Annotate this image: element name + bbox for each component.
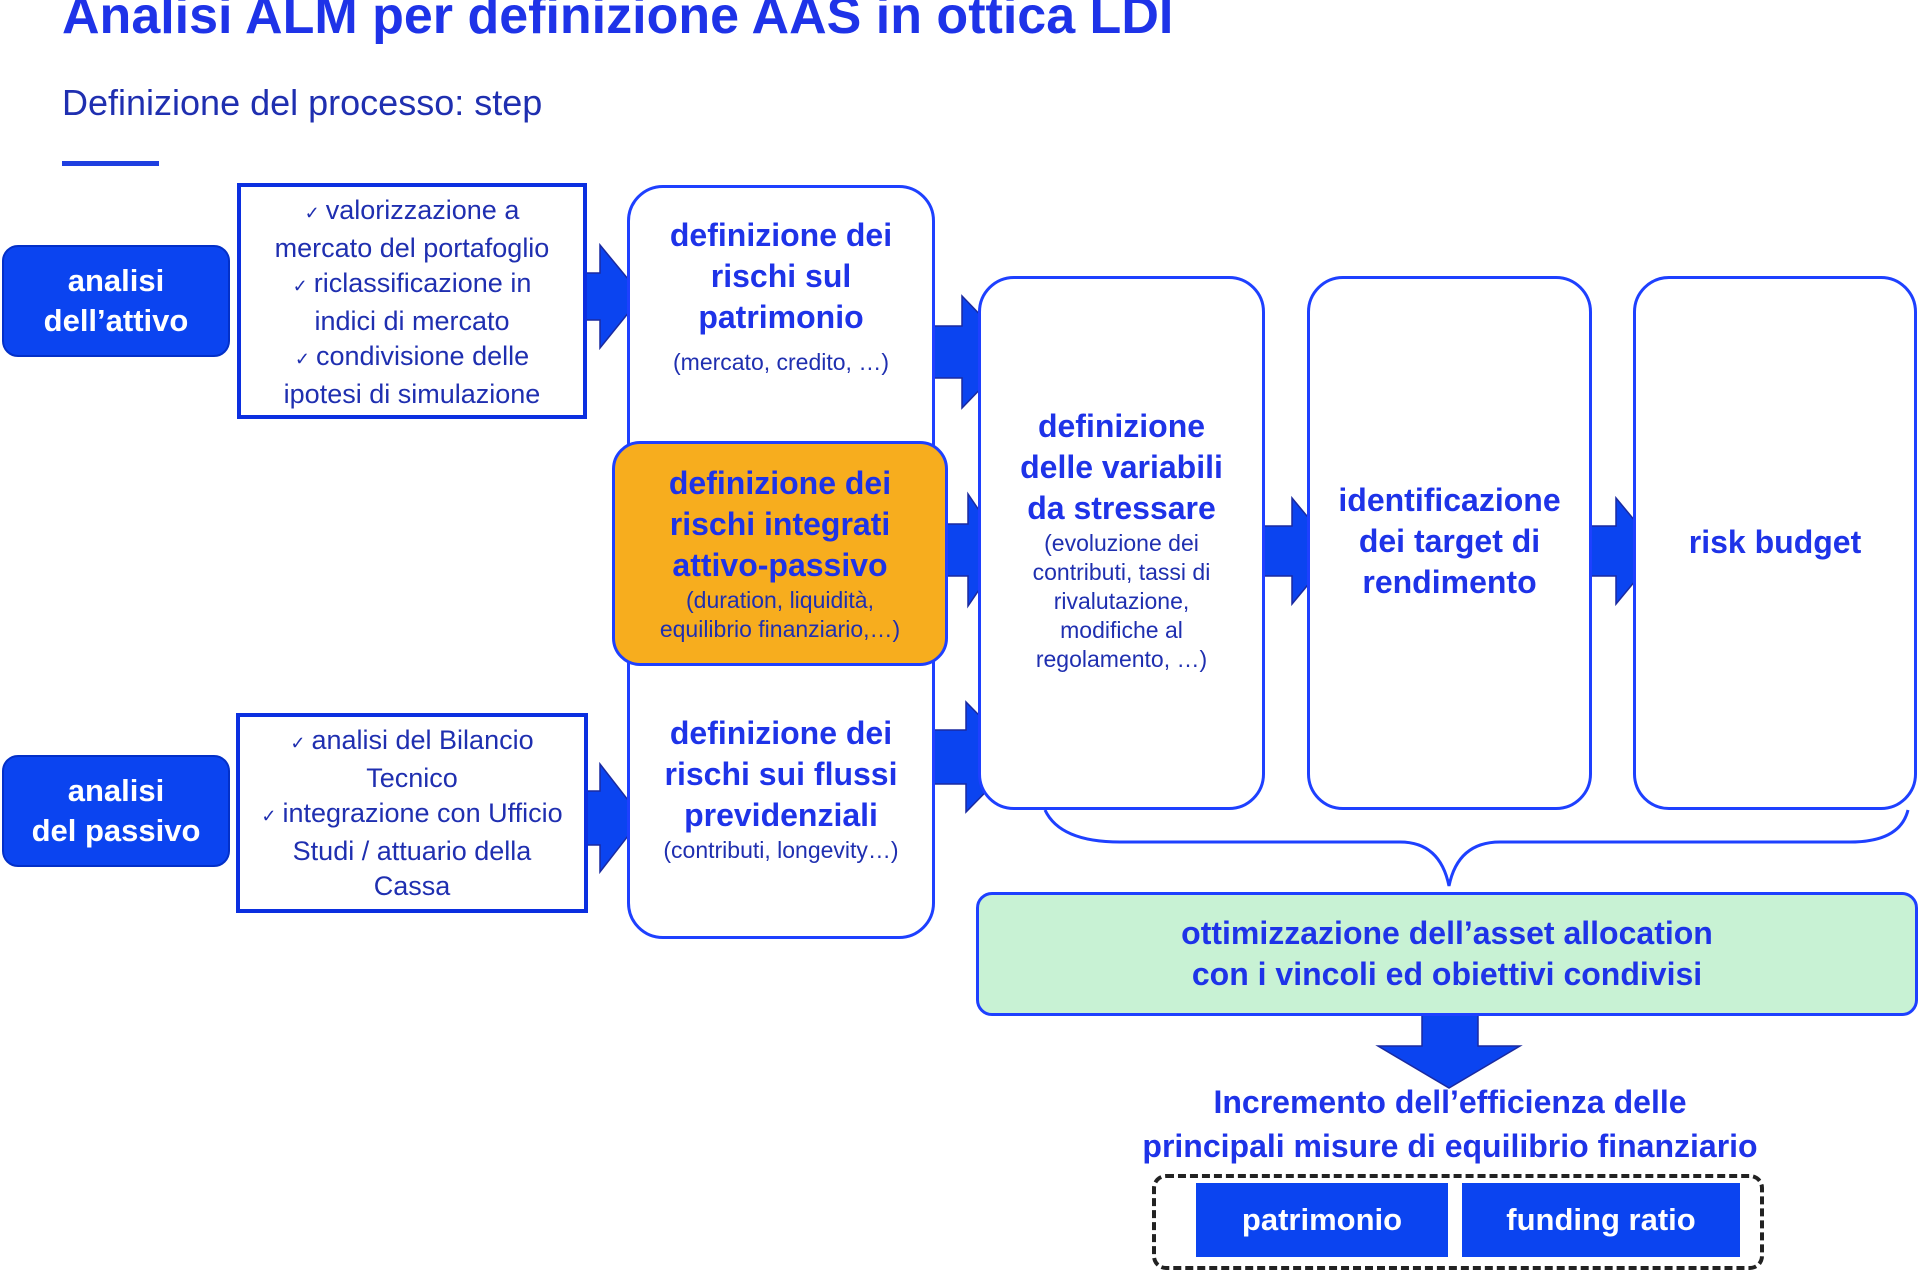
passivo-task-list: analisi del Bilancio Tecnico integrazion… [236, 713, 588, 913]
attivo-task-list: valorizzazione a mercato del portafoglio… [237, 183, 587, 419]
passivo-task-2: integrazione con Ufficio [240, 796, 584, 834]
step-target-box [1307, 276, 1592, 810]
step-risk-budget: risk budget [1688, 524, 1862, 560]
step-variabili-box [978, 276, 1265, 810]
attivo-task-1-cont: mercato del portafoglio [274, 233, 550, 263]
risk-patrimonio: definizione dei rischi sul patrimonio (m… [669, 217, 893, 375]
title-underline [62, 161, 159, 166]
step-risk-budget-box [1633, 276, 1917, 810]
page-title: Analisi ALM per definizione AAS in ottic… [62, 0, 1174, 45]
result-patrimonio: patrimonio [1196, 1183, 1448, 1257]
passivo-task-2-cont2: Cassa [373, 871, 451, 901]
result-funding-ratio: funding ratio [1462, 1183, 1740, 1257]
step-variabili: definizione delle variabili da stressare… [1020, 408, 1223, 672]
passivo-task-1: analisi del Bilancio [240, 723, 584, 761]
attivo-task-2-cont: indici di mercato [314, 306, 510, 336]
step-target: identificazione dei target di rendimento [1338, 482, 1561, 600]
risk-integrati-highlight: definizione dei rischi integrati attivo-… [612, 441, 948, 666]
attivo-task-3-cont: ipotesi di simulazione [283, 379, 541, 409]
attivo-task-3: condivisione delle [241, 339, 583, 377]
results-group [1152, 1174, 1764, 1270]
passivo-task-2-cont: Studi / attuario della [292, 836, 532, 866]
risk-flussi: definizione dei rischi sui flussi previd… [663, 715, 899, 863]
attivo-task-2: riclassificazione in [241, 266, 583, 304]
merge-brace [1043, 809, 1910, 887]
optimization-box: ottimizzazione dell’asset allocation con… [976, 892, 1918, 1016]
outcome-statement: Incremento dell’efficienza delle princip… [1142, 1084, 1758, 1164]
attivo-task-1: valorizzazione a [241, 193, 583, 231]
page-subtitle: Definizione del processo: step [62, 82, 543, 123]
passivo-task-1-cont: Tecnico [366, 763, 458, 793]
